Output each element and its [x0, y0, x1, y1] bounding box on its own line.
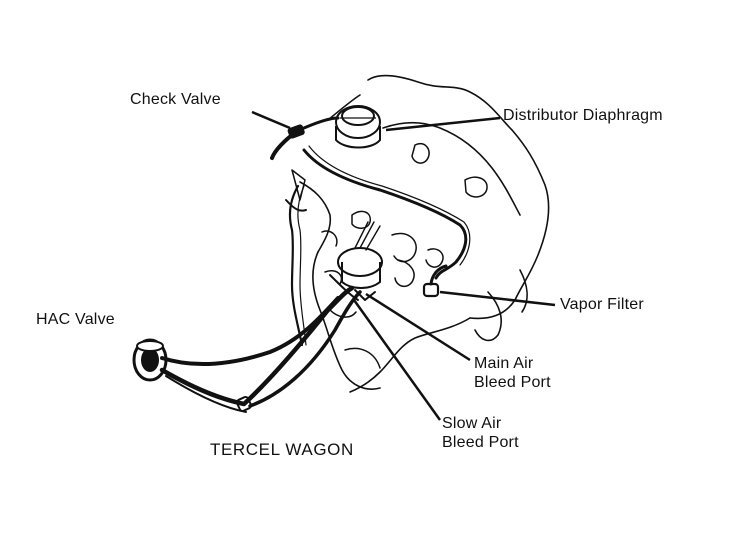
- slow-air-bleed-port-label: Slow Air Bleed Port: [442, 414, 519, 452]
- distributor-diaphragm-shape: [335, 105, 381, 149]
- carburetor-shape: [329, 221, 383, 301]
- main-air-bleed-port-line-1: Main Air: [474, 355, 534, 372]
- main-air-bleed-port-leader: [365, 292, 471, 362]
- leader-lines: [251, 110, 556, 421]
- vapor-filter-shape: [422, 264, 448, 298]
- hac-valve-shape: [132, 338, 252, 412]
- main-air-bleed-port-label: Main Air Bleed Port: [474, 354, 551, 392]
- vacuum-hoses: [159, 145, 471, 413]
- slow-air-bleed-port-line-1: Slow Air: [442, 415, 502, 432]
- check-valve-shape: [270, 116, 340, 160]
- distributor-diaphragm-leader: [385, 116, 501, 132]
- distributor-diaphragm-label: Distributor Diaphragm: [503, 107, 663, 124]
- main-air-bleed-port-line-2: Bleed Port: [474, 374, 551, 391]
- slow-air-bleed-port-line-2: Bleed Port: [442, 434, 519, 451]
- slow-air-bleed-port-leader: [352, 299, 442, 421]
- check-valve-leader: [251, 110, 291, 130]
- hac-valve-label: HAC Valve: [36, 311, 115, 328]
- diagram-caption: TERCEL WAGON: [210, 440, 354, 459]
- vapor-filter-label: Vapor Filter: [560, 296, 644, 313]
- vapor-filter-leader: [439, 290, 556, 307]
- check-valve-label: Check Valve: [130, 91, 221, 108]
